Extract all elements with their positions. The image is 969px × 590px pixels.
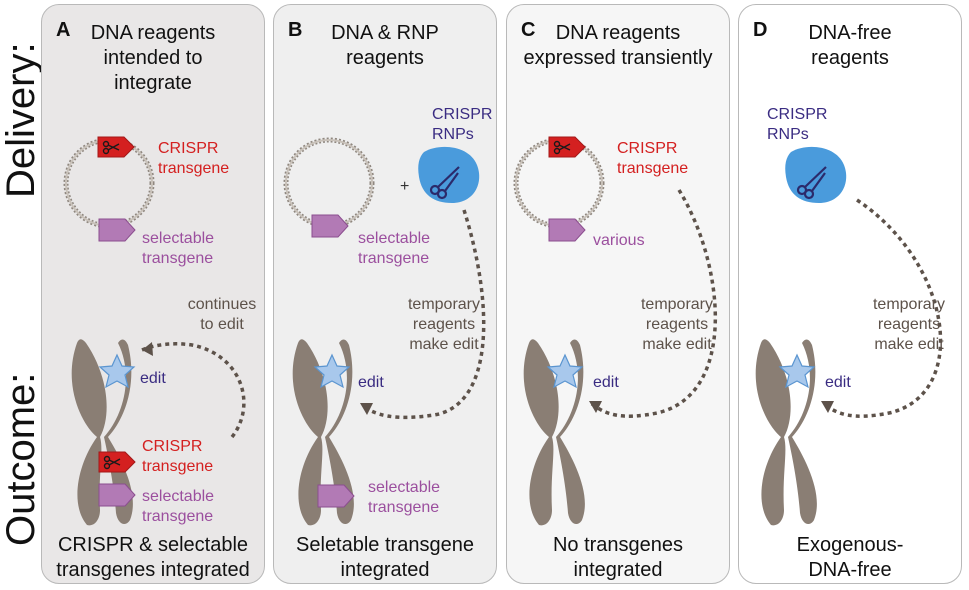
chrom-crispr-transgene-icon: [98, 451, 136, 473]
dotted-arrow-icon: [141, 342, 246, 439]
panel-letter: A: [56, 19, 71, 41]
crispr-transgene-label: CRISPR transgene: [617, 140, 689, 177]
scissors-icon: [102, 140, 120, 155]
outcome-label: CRISPR & selectable transgenes integrate…: [56, 534, 250, 581]
panel-title: DNA reagents expressed transiently: [523, 22, 713, 69]
panel-d-graphics: [755, 146, 943, 526]
panel-c-graphics: [513, 136, 717, 526]
panel-a-graphics: [63, 136, 246, 526]
process-label: temporary reagents make edit: [872, 296, 946, 353]
panel-letter: B: [288, 19, 303, 41]
selectable-transgene-label: selectable transgene: [358, 230, 431, 267]
panel-d: D DNA-free reagents CRISPR RNPs temporar…: [738, 4, 962, 584]
dotted-arrow-icon: [589, 189, 717, 418]
selectable-transgene-icon: [311, 214, 349, 238]
selectable-transgene-icon: [548, 218, 586, 242]
chromosome-icon: [292, 339, 354, 526]
rnp-label: CRISPR RNPs: [767, 106, 828, 143]
rnp-label: CRISPR RNPs: [432, 106, 493, 143]
rnp-blob-icon: [785, 146, 847, 203]
chrom-selectable-label: selectable transgene: [368, 479, 441, 516]
panel-b-graphics: [283, 137, 486, 526]
chrom-selectable-label: selectable transgene: [142, 488, 215, 525]
outcome-label: Seletable transgene integrated: [296, 534, 474, 581]
crispr-transgene-icon: [548, 136, 586, 158]
panel-c: C DNA reagents expressed transiently: [506, 4, 730, 584]
panel-b: B DNA & RNP reagents + CRISPR RNPs s: [273, 4, 497, 584]
plus-sign: +: [400, 178, 410, 195]
selectable-transgene-label: selectable transgene: [142, 230, 215, 267]
chrom-selectable-transgene-icon: [317, 484, 355, 508]
edit-star-icon: [546, 353, 584, 389]
process-label: temporary reagents make edit: [640, 296, 714, 353]
chrom-selectable-transgene-icon: [98, 483, 136, 507]
dotted-arrow-icon: [821, 198, 943, 418]
edit-star-icon: [98, 353, 136, 389]
scissors-icon: [429, 166, 460, 200]
scissors-icon: [796, 166, 827, 200]
rnp-blob-icon: [418, 146, 480, 203]
scissors-icon: [103, 455, 121, 470]
various-label: various: [593, 232, 645, 249]
panel-title: DNA & RNP reagents: [331, 22, 439, 69]
edit-star-icon: [313, 353, 351, 389]
chrom-crispr-label: CRISPR transgene: [142, 438, 214, 475]
chromosome-icon: [755, 339, 817, 526]
panel-letter: C: [521, 19, 536, 41]
panel-a: A DNA reagents intended to integrate: [41, 4, 265, 584]
selectable-transgene-icon: [98, 218, 136, 242]
crispr-transgene-icon: [97, 136, 135, 158]
outcome-label: No transgenes integrated: [552, 534, 684, 581]
edit-label: edit: [593, 374, 619, 391]
plasmid-icon: [283, 137, 375, 229]
panel-letter: D: [753, 19, 768, 41]
panel-title: DNA reagents intended to integrate: [90, 22, 216, 94]
outcome-label: Exogenous-DNA-free: [796, 534, 904, 581]
process-label: temporary reagents make edit: [407, 296, 481, 353]
panel-title: DNA-free reagents: [808, 22, 892, 69]
edit-label: edit: [825, 374, 851, 391]
row-label-delivery: Delivery:: [0, 42, 43, 198]
scissors-icon: [553, 140, 571, 155]
edit-label: edit: [140, 370, 166, 387]
process-label: continues to edit: [187, 296, 257, 333]
chromosome-icon: [523, 339, 585, 526]
edit-star-icon: [778, 353, 816, 389]
row-label-outcome: Outcome:: [0, 372, 43, 546]
edit-label: edit: [358, 374, 384, 391]
crispr-transgene-label: CRISPR transgene: [158, 140, 230, 177]
